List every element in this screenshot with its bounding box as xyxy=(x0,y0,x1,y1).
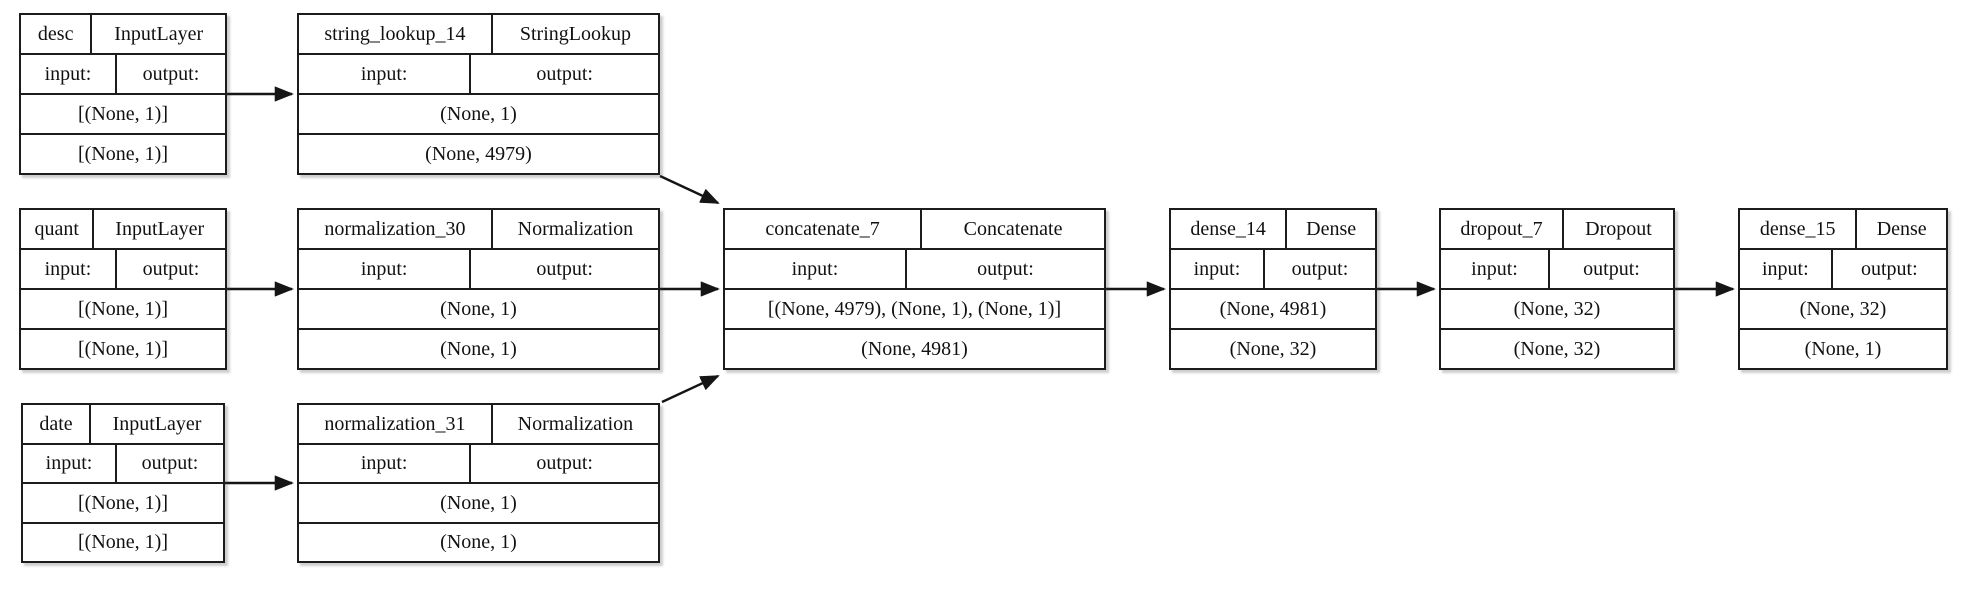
output-label: output: xyxy=(1861,258,1918,280)
input-shape: (None, 1) xyxy=(440,103,517,125)
input-shape: (None, 32) xyxy=(1799,298,1887,320)
input-label: input: xyxy=(1740,250,1833,288)
layer-node-dense_14: dense_14 Dense input: output: (None, 4981)… xyxy=(1169,208,1377,370)
layer-name: desc xyxy=(21,15,93,53)
layer-node-concatenate_7: concatenate_7 Concatenate input: output: [… xyxy=(723,208,1106,370)
output-label: output: xyxy=(536,452,593,475)
layer-class: Dense xyxy=(1876,218,1927,240)
output-shape: [(None, 1)] xyxy=(78,531,168,554)
output-label: output: xyxy=(536,258,593,280)
output-label: output: xyxy=(1291,258,1349,280)
input-shape: (None, 32) xyxy=(1513,298,1601,320)
layer-class: Dense xyxy=(1306,218,1357,240)
layer-node-desc: desc InputLayer input: output: [(None, 1)]… xyxy=(19,13,227,175)
layer-node-dense_15: dense_15 Dense input: output: (None, 32) (… xyxy=(1738,208,1948,370)
input-label: input: xyxy=(21,55,117,93)
layer-class: Normalization xyxy=(517,218,634,240)
input-label: input: xyxy=(23,444,117,482)
output-label: output: xyxy=(536,63,593,85)
layer-node-date: date InputLayer input: output: [(None, 1)]… xyxy=(21,403,225,563)
layer-name: normalization_31 xyxy=(299,405,493,443)
output-label: output: xyxy=(977,258,1034,280)
layer-class: InputLayer xyxy=(112,412,202,435)
output-label: output: xyxy=(1583,258,1640,280)
layer-node-string_lookup_14: string_lookup_14 StringLookup input: outpu… xyxy=(297,13,660,175)
layer-name: string_lookup_14 xyxy=(299,15,493,53)
layer-name: normalization_30 xyxy=(299,210,493,248)
layer-name: concatenate_7 xyxy=(725,210,923,248)
layer-class: Normalization xyxy=(517,412,634,435)
input-label: input: xyxy=(299,250,472,288)
output-shape: (None, 1) xyxy=(1804,338,1882,360)
input-label: input: xyxy=(299,444,472,482)
output-label: output: xyxy=(142,258,200,280)
input-label: input: xyxy=(21,250,117,288)
layer-name: dense_14 xyxy=(1171,210,1288,248)
input-shape: [(None, 1)] xyxy=(78,491,168,514)
layer-node-normalization_30: normalization_30 Normalization input: outp… xyxy=(297,208,660,370)
layer-node-quant: quant InputLayer input: output: [(None, 1)… xyxy=(19,208,227,370)
edge-string_lookup_14-to-concatenate_7 xyxy=(659,174,720,205)
layer-name: dropout_7 xyxy=(1441,210,1564,248)
input-shape: (None, 1) xyxy=(440,491,517,514)
layer-class: StringLookup xyxy=(519,23,631,45)
input-shape: (None, 1) xyxy=(440,298,517,320)
output-shape: (None, 4981) xyxy=(861,338,968,360)
output-shape: (None, 1) xyxy=(440,338,517,360)
input-label: input: xyxy=(1441,250,1551,288)
layer-class: Dropout xyxy=(1585,218,1652,240)
layer-class: InputLayer xyxy=(115,218,205,240)
output-shape: [(None, 1)] xyxy=(78,143,168,165)
output-shape: (None, 4979) xyxy=(425,143,532,165)
output-label: output: xyxy=(142,63,200,85)
output-shape: (None, 32) xyxy=(1513,338,1601,360)
edge-normalization_31-to-concatenate_7 xyxy=(661,374,720,404)
layer-class: InputLayer xyxy=(114,23,204,45)
layer-name: dense_15 xyxy=(1740,210,1858,248)
layer-name: date xyxy=(23,405,91,443)
input-label: input: xyxy=(725,250,907,288)
input-shape: [(None, 1)] xyxy=(78,298,168,320)
output-shape: (None, 32) xyxy=(1229,338,1317,360)
layer-node-dropout_7: dropout_7 Dropout input: output: (None, 32… xyxy=(1439,208,1675,370)
output-shape: [(None, 1)] xyxy=(78,338,168,360)
input-label: input: xyxy=(299,55,472,93)
layer-node-normalization_31: normalization_31 Normalization input: outp… xyxy=(297,403,660,563)
layer-class: Concatenate xyxy=(963,218,1063,240)
layer-name: quant xyxy=(21,210,95,248)
output-shape: (None, 1) xyxy=(440,531,517,554)
output-label: output: xyxy=(141,452,199,475)
input-shape: (None, 4981) xyxy=(1219,298,1327,320)
input-shape: [(None, 4979), (None, 1), (None, 1)] xyxy=(767,298,1062,320)
input-label: input: xyxy=(1171,250,1265,288)
input-shape: [(None, 1)] xyxy=(78,103,168,125)
